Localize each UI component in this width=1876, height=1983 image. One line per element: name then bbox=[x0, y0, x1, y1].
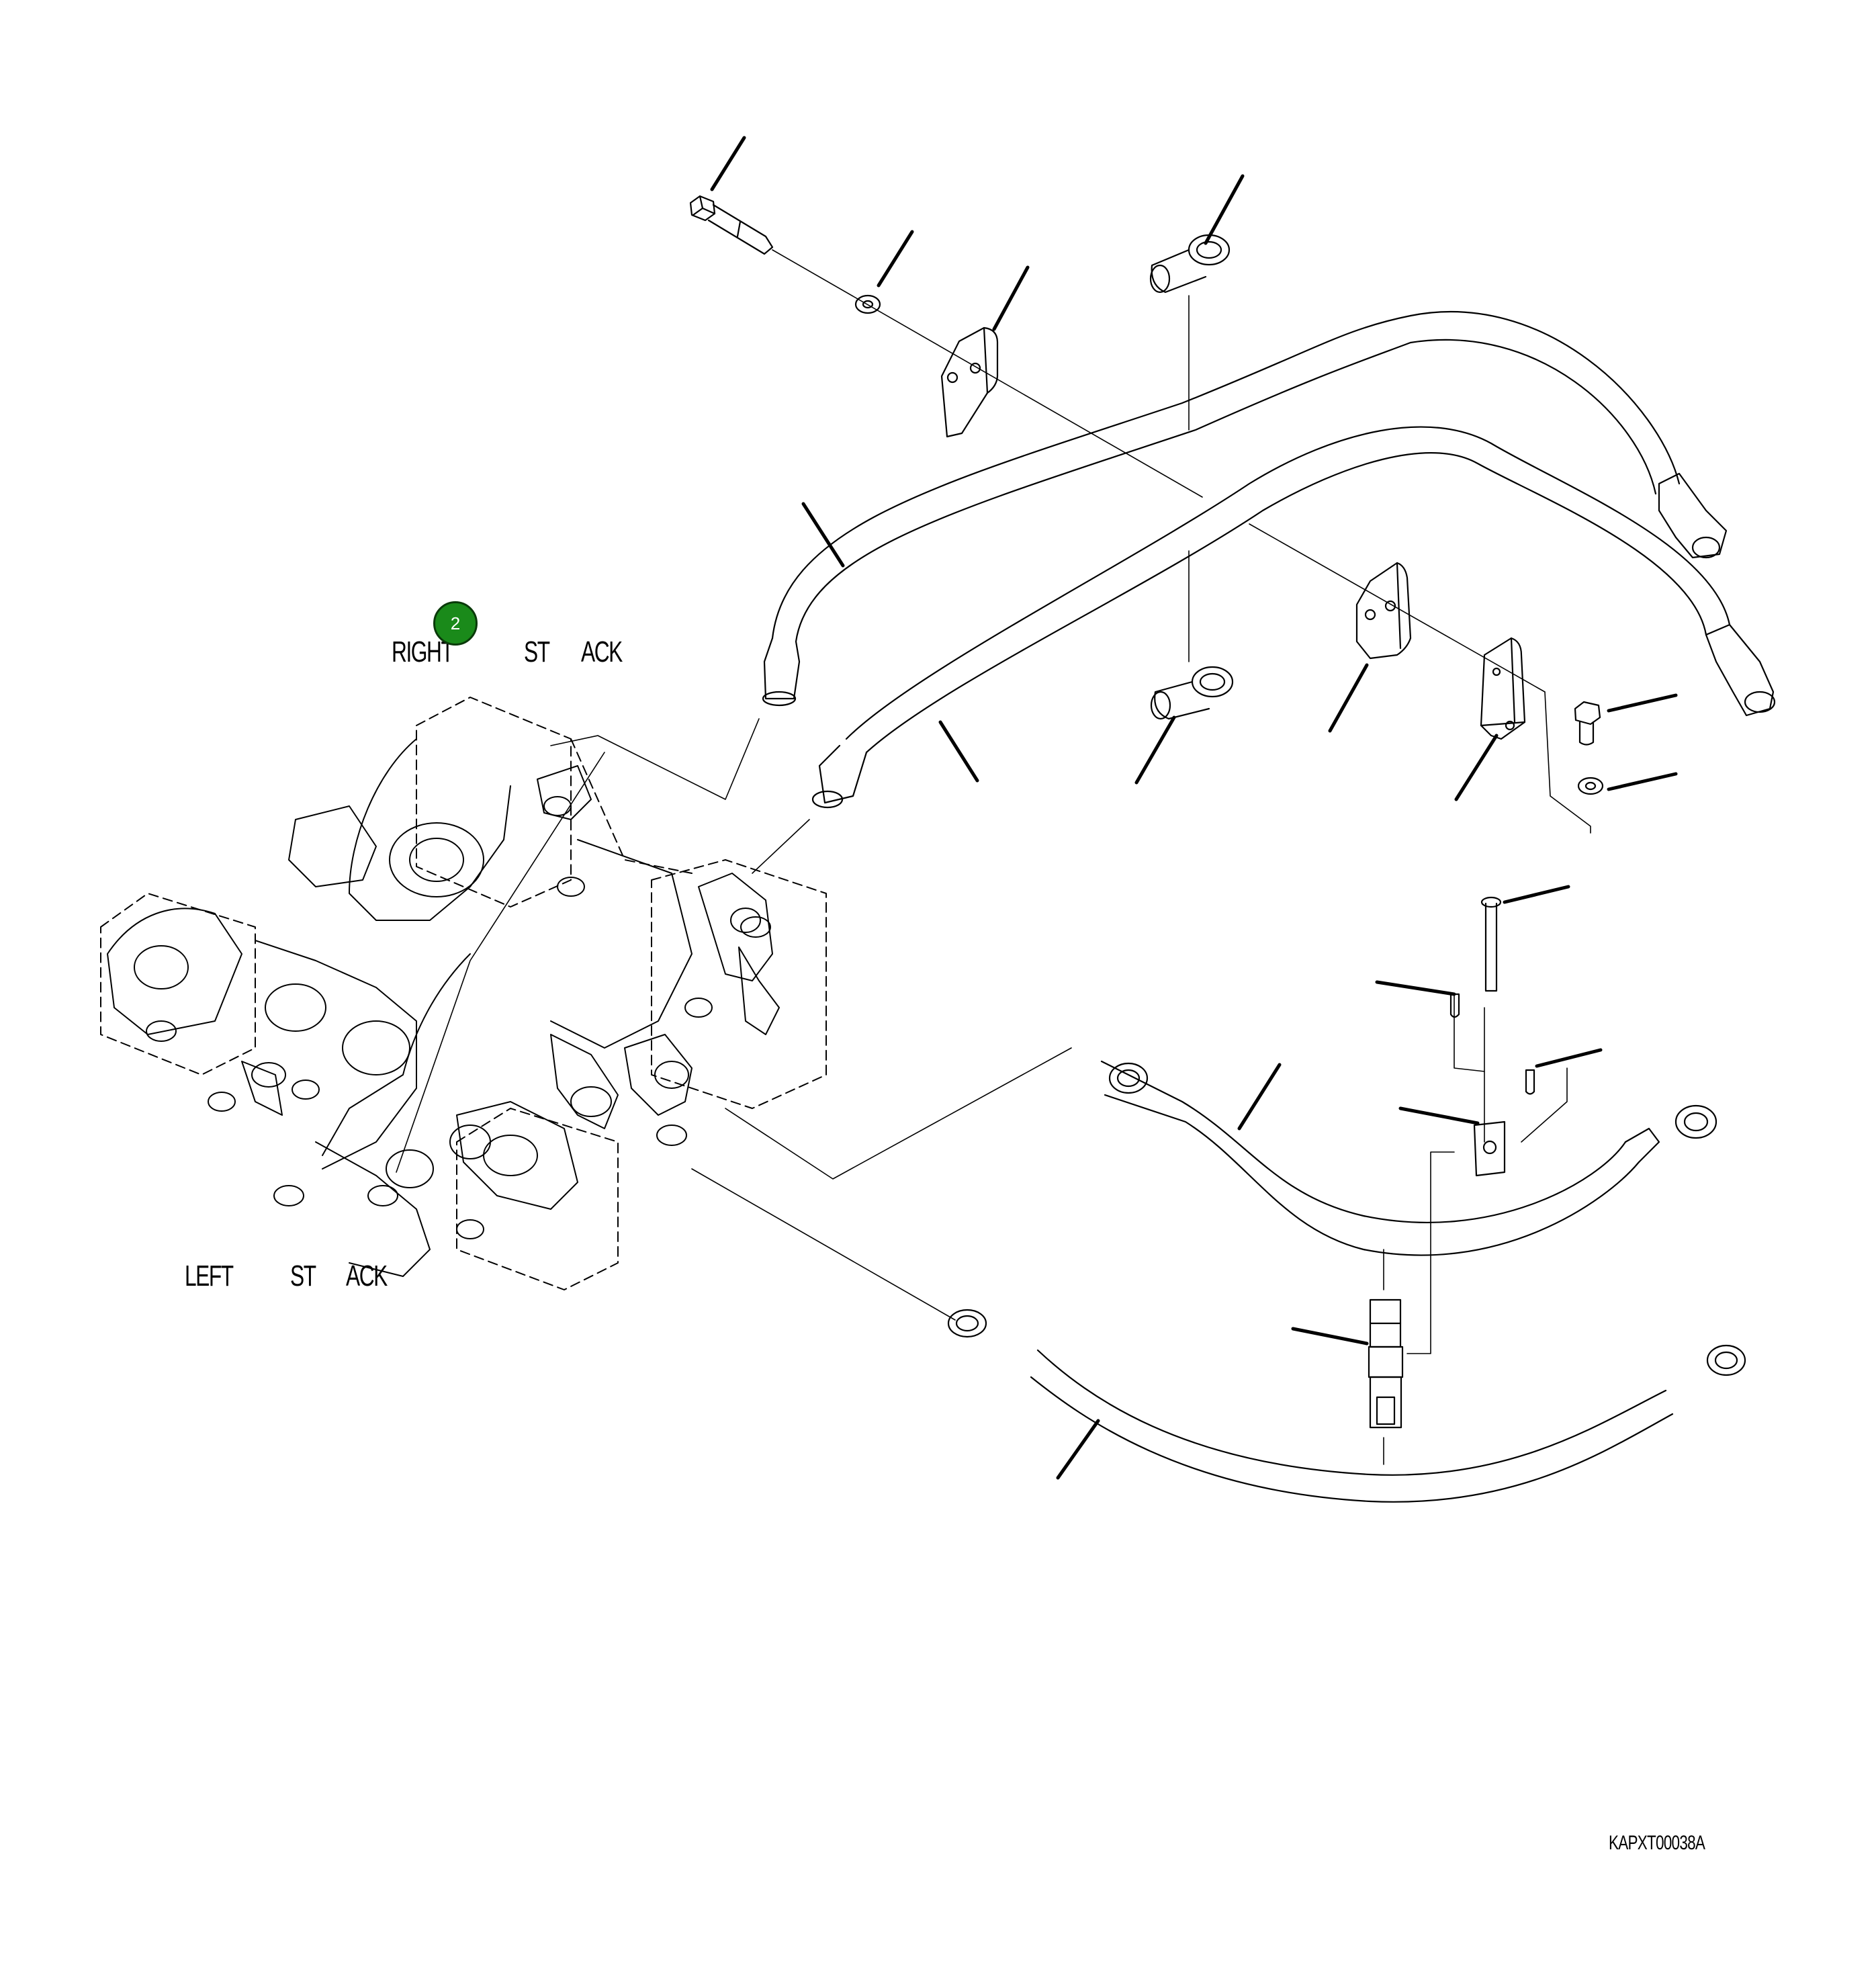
hose-clamp-lower bbox=[1355, 562, 1412, 660]
leader-line-pin-right bbox=[1535, 1048, 1603, 1068]
hose-middle-elbow bbox=[1705, 623, 1776, 717]
leader-line-capscrew bbox=[1607, 693, 1678, 713]
callout-badge-2[interactable]: 2 bbox=[433, 601, 478, 646]
flat-washer bbox=[854, 294, 881, 314]
leader-line-hose-lower-2 bbox=[1056, 1419, 1100, 1480]
hose-sleeve-upper bbox=[1149, 234, 1231, 294]
leader-line-lockwasher bbox=[1607, 772, 1678, 791]
leader-line-sleeve-lower bbox=[1134, 715, 1176, 785]
right-stack-label-st: ST bbox=[524, 635, 550, 668]
drawing-id: KAPXT00038A bbox=[1609, 1832, 1705, 1854]
leader-line-pin-left bbox=[1375, 980, 1456, 996]
leader-line-long-bolt bbox=[1503, 885, 1570, 904]
roll-pin-right bbox=[1525, 1069, 1535, 1095]
capscrew bbox=[1574, 701, 1601, 746]
leader-line-clamp-lower bbox=[1328, 663, 1369, 733]
leader-line-sleeve-upper bbox=[1204, 174, 1245, 245]
hose-sleeve-lower bbox=[1150, 666, 1234, 720]
leader-line-hose-middle bbox=[938, 720, 979, 783]
leader-line-bolt bbox=[710, 136, 746, 191]
assembly-axis-lines bbox=[396, 249, 1591, 1465]
hose-lower-1 bbox=[1100, 1060, 1717, 1256]
left-stack-housing bbox=[100, 859, 827, 1290]
roll-pin-left bbox=[1449, 993, 1460, 1018]
leader-line-hose-lower-1 bbox=[1237, 1063, 1282, 1131]
leader-line-valve bbox=[1291, 1327, 1369, 1346]
hex-bolt bbox=[689, 195, 774, 255]
long-bolt bbox=[1480, 896, 1502, 992]
right-stack-label-ack: ACK bbox=[581, 635, 623, 668]
leader-line-block bbox=[1398, 1106, 1480, 1125]
leader-line-washer bbox=[877, 230, 914, 288]
hose-upper-elbow bbox=[1658, 472, 1728, 559]
mounting-bracket bbox=[1480, 637, 1526, 740]
right-stack-housing bbox=[416, 697, 693, 908]
check-valve bbox=[1368, 1298, 1404, 1429]
pump-stack-assembly bbox=[100, 697, 827, 1290]
left-stack-label-ack: ACK bbox=[346, 1260, 388, 1292]
leader-line-clamp-upper bbox=[992, 265, 1030, 331]
hose-upper bbox=[762, 311, 1681, 707]
lockwasher bbox=[1577, 777, 1604, 795]
callout-badge-number: 2 bbox=[450, 613, 461, 633]
hose-middle bbox=[811, 426, 1731, 809]
left-stack-label-left: LEFT bbox=[185, 1260, 234, 1292]
hose-clamp-upper bbox=[940, 326, 999, 438]
clamp-block bbox=[1473, 1120, 1506, 1177]
leader-line-hose-upper bbox=[801, 502, 845, 568]
leader-lines bbox=[710, 136, 1678, 1480]
hose-lower-2 bbox=[947, 1309, 1746, 1503]
left-stack-label-st: ST bbox=[290, 1260, 316, 1292]
leader-line-bracket bbox=[1454, 734, 1499, 801]
